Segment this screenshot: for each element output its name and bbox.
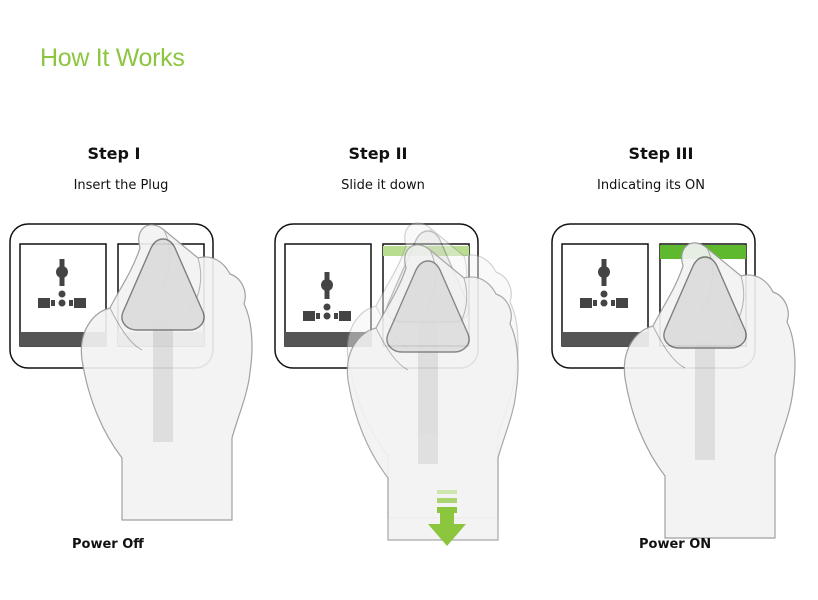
power-off-label: Power Off bbox=[72, 537, 144, 552]
power-on-label: Power ON bbox=[639, 537, 712, 552]
step-1-title: Step I bbox=[87, 144, 141, 163]
step-3-title: Step III bbox=[628, 144, 694, 163]
arrow-down-icon bbox=[428, 490, 466, 546]
step-3-description: Indicating its ON bbox=[597, 178, 705, 193]
step-2-description: Slide it down bbox=[341, 178, 425, 193]
step-2-title: Step II bbox=[348, 144, 408, 163]
step-1-description: Insert the Plug bbox=[73, 178, 169, 193]
page-title: How It Works bbox=[40, 44, 185, 72]
